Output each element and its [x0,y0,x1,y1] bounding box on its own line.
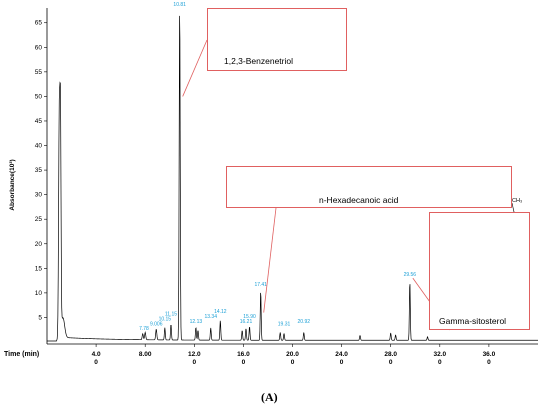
peak-label: 14.12 [214,309,227,315]
peak-label: 15.90 [243,314,256,320]
y-tick-label: 65 [35,20,43,27]
x-tick-label-sub: 0 [242,359,246,366]
x-tick-label: 32.0 [433,351,446,358]
peak-label: 29.56 [404,272,417,278]
y-tick-label: 10 [35,290,43,297]
peak-label: 12.13 [190,319,203,325]
chart-trace-group [47,15,538,342]
peak-label: 7.78 [139,326,149,332]
y-tick-label: 55 [35,69,43,76]
peak-label: 16.21 [240,319,253,325]
compound-name-benzenetriol: 1,2,3-Benzenetriol [224,56,293,66]
x-tick-label: 24.0 [335,351,348,358]
x-tick-label: 8.00 [139,351,152,358]
compound-name-hexadecanoic: n-Hexadecanoic acid [319,195,399,205]
peak-label: 20.92 [298,319,311,325]
x-tick-label-sub: 0 [340,359,344,366]
x-tick-label: 20.0 [286,351,299,358]
x-axis-title: Time (min) [4,351,39,358]
y-tick-label: 45 [35,118,43,125]
y-axis-title: Absorbance(10³) [9,159,16,210]
y-tick-label: 15 [35,265,43,272]
x-tick-label: 36.0 [483,351,496,358]
peak-label: 17.41 [254,282,267,288]
x-tick-label-sub: 0 [389,359,393,366]
x-tick-label: 4.0 [92,351,101,358]
x-tick-label: 28.0 [384,351,397,358]
panel-label: (A) [261,390,278,404]
x-tick-label-sub: 0 [487,359,491,366]
x-tick-label: 16.0 [237,351,250,358]
x-tick-label: 12.0 [188,351,201,358]
peak-label: 11.15 [165,311,177,317]
callout-leader-line [263,207,277,313]
y-tick-label: 5 [38,314,42,321]
benzenetriol-callout [207,8,347,71]
hexadecanoic-callout [226,166,512,208]
y-tick-label: 60 [35,44,43,51]
x-tick-label-sub: 0 [291,359,295,366]
svg-text:CH₃: CH₃ [512,198,522,204]
chromatogram-trace [47,15,538,342]
peak-label: 10.81 [173,2,186,8]
peak-label: 10.15 [159,316,172,322]
callout-leader-line [182,39,208,97]
y-tick-label: 40 [35,143,43,150]
y-tick-label: 25 [35,216,43,223]
y-tick-label: 20 [35,241,43,248]
x-tick-label-sub: 0 [438,359,442,366]
y-tick-label: 30 [35,192,43,199]
peak-label: 9.006 [150,321,163,327]
sitosterol-callout [429,212,530,330]
y-tick-label: 35 [35,167,43,174]
x-tick-label-sub: 0 [192,359,196,366]
peak-label: 13.34 [204,314,217,320]
y-tick-label: 50 [35,93,43,100]
peak-label: 19.31 [278,321,291,327]
x-tick-label-sub: 0 [94,359,98,366]
compound-name-sitosterol: Gamma-sitosterol [439,316,507,326]
